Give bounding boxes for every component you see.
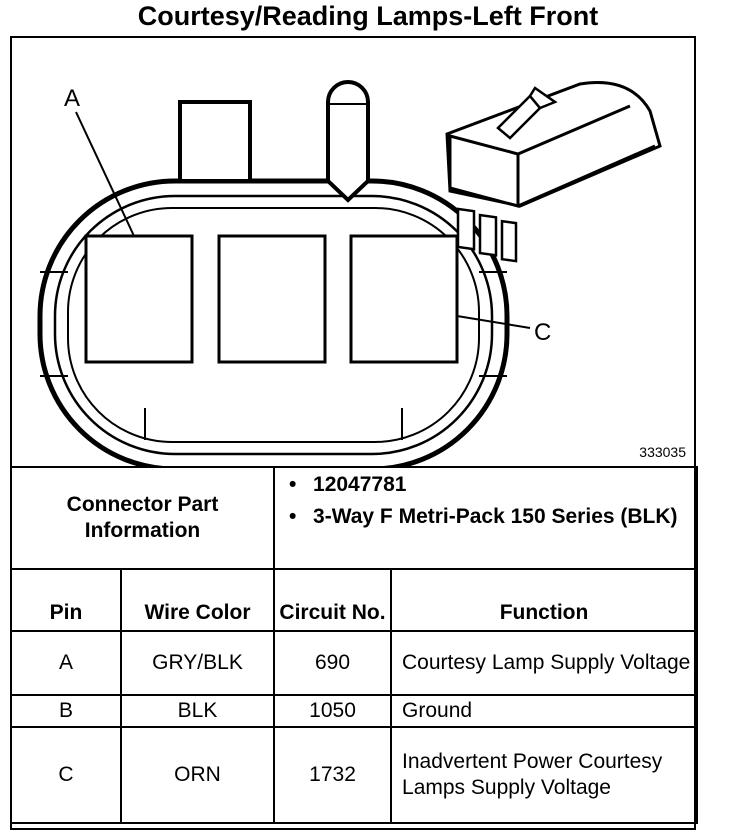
diagram-frame — [10, 36, 696, 830]
callout-a-leader — [75, 111, 135, 237]
table-header-row: Pin Wire Color Circuit No. Function — [10, 568, 699, 632]
table-row: B BLK 1050 Ground — [10, 694, 699, 728]
header-pin: Pin — [10, 568, 122, 632]
connector-part-info-row: Connector Part Information •12047781 •3-… — [9, 466, 699, 570]
callout-a-label: A — [64, 85, 80, 112]
connector-pinout-table: Connector Part Information •12047781 •3-… — [9, 466, 699, 824]
wire-color-cell: BLK — [119, 694, 276, 728]
part-number-item: •12047781 — [289, 473, 407, 496]
connector-face-diagram: A C — [37, 80, 662, 466]
connector-type-item: •3-Way F Metri-Pack 150 Series (BLK) — [289, 505, 678, 528]
header-function: Function — [390, 568, 699, 632]
function-cell: Ground — [390, 694, 699, 728]
circuit-cell: 1050 — [273, 694, 393, 728]
connector-lock-latch — [326, 80, 370, 203]
connector-part-info-list: •12047781 •3-Way F Metri-Pack 150 Series… — [273, 466, 699, 570]
cavity-c — [349, 234, 459, 364]
table-row: A GRY/BLK 690 Courtesy Lamp Supply Volta… — [10, 630, 699, 696]
function-cell: Inadvertent Power Courtesy Lamps Supply … — [390, 726, 699, 824]
pin-cell: B — [10, 694, 122, 728]
callout-c-label: C — [534, 319, 551, 346]
header-circuit-no: Circuit No. — [273, 568, 393, 632]
connector-inner-shell — [53, 194, 494, 456]
connector-isometric-view — [445, 81, 662, 263]
pin-cell: C — [10, 726, 122, 824]
wire-color-cell: GRY/BLK — [119, 630, 276, 696]
connector-inner-rim — [67, 207, 480, 443]
page-title: Courtesy/Reading Lamps-Left Front — [137, 1, 599, 31]
figure-number: 333035 — [639, 444, 686, 460]
wire-color-cell: ORN — [119, 726, 276, 824]
connector-top-tab — [178, 100, 252, 183]
function-cell: Courtesy Lamp Supply Voltage — [390, 630, 699, 696]
header-wire-color: Wire Color — [119, 568, 276, 632]
pin-cell: A — [10, 630, 122, 696]
cavity-a — [84, 234, 194, 364]
circuit-cell: 690 — [273, 630, 393, 696]
circuit-cell: 1732 — [273, 726, 393, 824]
callout-c-leader — [456, 315, 531, 329]
connector-part-info-label: Connector Part Information — [9, 466, 276, 570]
cavity-b — [217, 234, 327, 364]
table-row: C ORN 1732 Inadvertent Power Courtesy La… — [10, 726, 699, 824]
